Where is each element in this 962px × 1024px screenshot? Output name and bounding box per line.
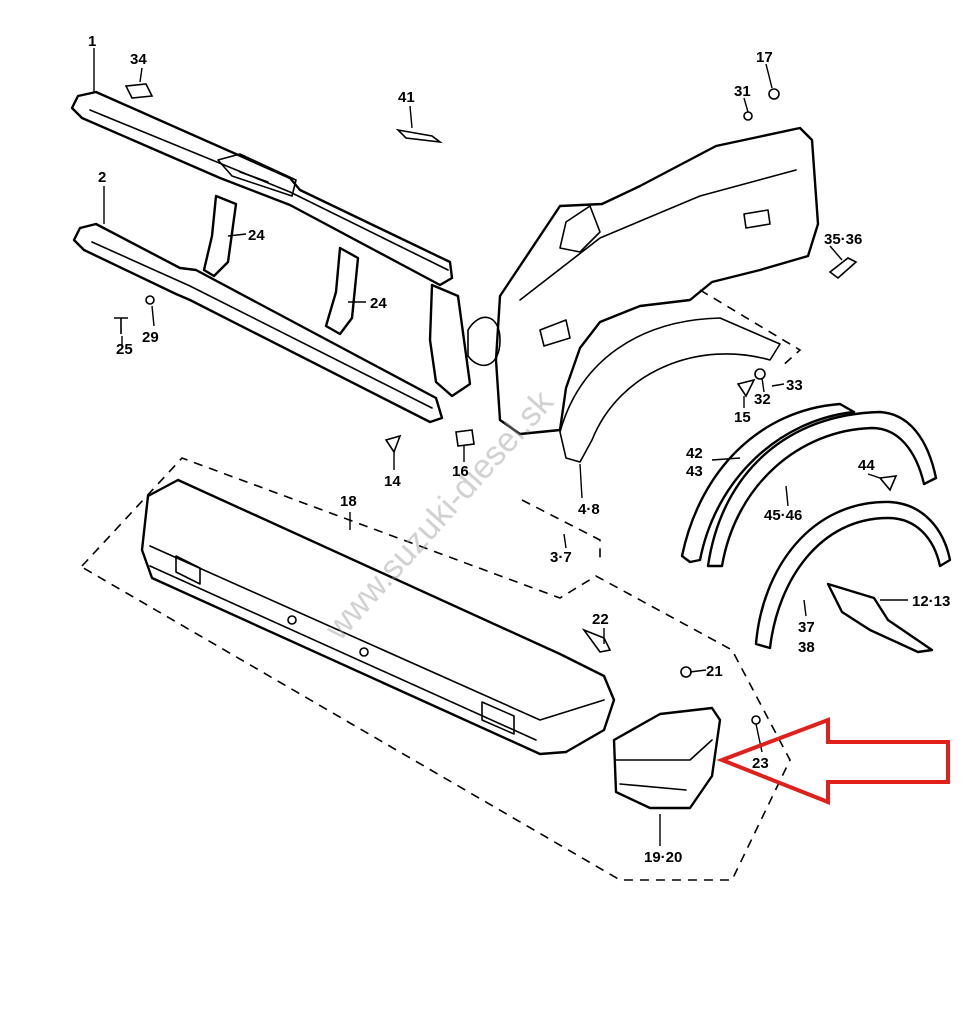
screw-15 (736, 378, 756, 398)
label-24-lower: 24 (370, 295, 387, 312)
label-37: 37 (798, 619, 815, 636)
label-25: 25 (116, 341, 133, 358)
screw-44 (878, 475, 898, 492)
label-35-36: 35·36 (824, 231, 862, 248)
label-18: 18 (340, 493, 357, 510)
bolt-23 (751, 715, 761, 725)
label-22: 22 (592, 611, 609, 628)
label-41: 41 (398, 89, 415, 106)
label-42: 42 (686, 445, 703, 462)
bumper-assembly-boundary (77, 457, 791, 881)
bolt-22 (581, 628, 612, 653)
front-panel-brace-right (324, 246, 360, 336)
label-23: 23 (752, 755, 769, 772)
label-14: 14 (384, 473, 401, 490)
front-panel-brace-left (202, 194, 238, 278)
bolt-25 (114, 317, 128, 334)
label-1: 1 (88, 33, 96, 50)
bolt-17 (768, 88, 780, 100)
label-3-7: 3·7 (550, 549, 572, 566)
label-29: 29 (142, 329, 159, 346)
label-45-46: 45·46 (764, 507, 802, 524)
label-16: 16 (452, 463, 469, 480)
label-33: 33 (786, 377, 803, 394)
fender-flare-42-43 (680, 402, 856, 564)
label-44: 44 (858, 457, 875, 474)
nut-29 (145, 295, 155, 305)
front-bumper (140, 478, 616, 756)
fender-flare-45-46 (706, 410, 938, 568)
mud-flap-12-13 (826, 582, 934, 654)
label-4-8: 4·8 (578, 501, 600, 518)
label-34: 34 (130, 51, 147, 68)
bolt-21 (680, 666, 692, 678)
front-panel-upper-member (70, 90, 454, 287)
label-19-20: 19·20 (644, 849, 682, 866)
callout-labels: 1 34 41 17 31 2 24 35·36 24 25 29 33 32 … (88, 33, 950, 866)
label-31: 31 (734, 83, 751, 100)
bumper-end-cap (612, 706, 722, 810)
clip-34 (124, 83, 154, 99)
nut-31 (743, 111, 753, 121)
bolt-32 (754, 368, 766, 380)
clip-41 (395, 128, 443, 144)
plate-35-36 (828, 257, 858, 280)
fender-liner-37-38 (754, 500, 952, 650)
label-43: 43 (686, 463, 703, 480)
label-38: 38 (798, 639, 815, 656)
label-32: 32 (754, 391, 771, 408)
label-2: 2 (98, 169, 106, 186)
highlight-arrow-icon (716, 717, 950, 805)
front-panel-vertical-post (428, 283, 472, 398)
label-21: 21 (706, 663, 723, 680)
front-fender (467, 126, 820, 463)
front-panel-lower-member (72, 222, 444, 424)
screw-14 (384, 434, 402, 454)
label-17: 17 (756, 49, 773, 66)
leader-lines (93, 48, 908, 846)
label-24-upper: 24 (248, 227, 265, 244)
label-12-13: 12·13 (912, 593, 950, 610)
clip-16 (455, 429, 475, 447)
label-15: 15 (734, 409, 751, 426)
